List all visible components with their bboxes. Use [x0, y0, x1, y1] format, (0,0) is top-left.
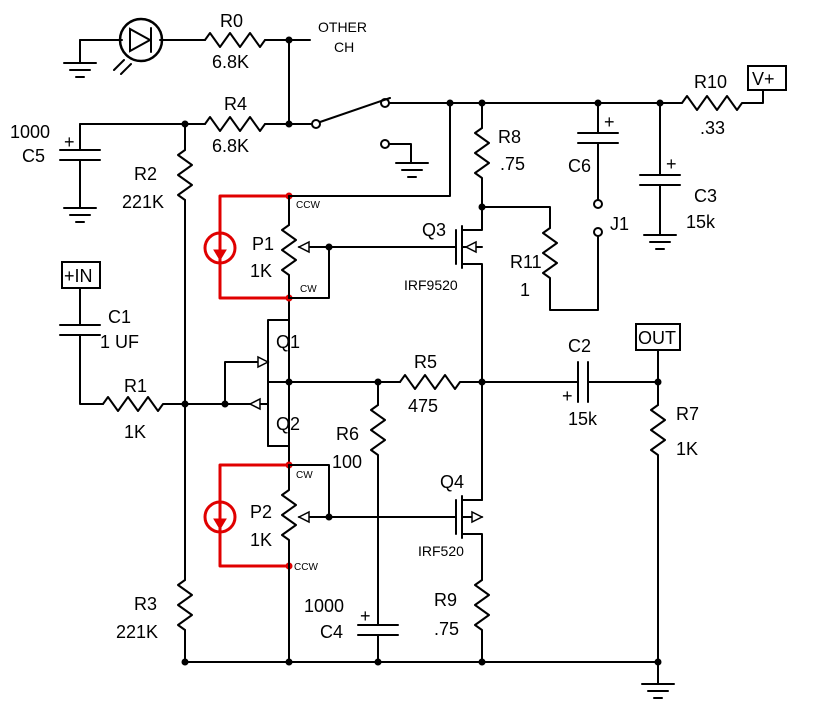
r3-ref: R3 [134, 594, 157, 614]
c4-value: 1000 [304, 596, 344, 616]
r4-resistor [204, 116, 266, 132]
c3-value: 15k [686, 212, 716, 232]
q3-output-device: R8 .75 R11 1 Q3 IRF9520 [404, 102, 599, 383]
other-channel-label: OTHER [318, 19, 367, 35]
c2-value: 15k [568, 409, 598, 429]
p1-value: 1K [250, 261, 272, 281]
r2-resistor [177, 149, 193, 201]
r10-resistor [659, 89, 764, 111]
r11-value: 1 [520, 280, 530, 300]
input-port: +IN [64, 266, 93, 286]
c3-ref: C3 [694, 186, 717, 206]
r1-ref: R1 [124, 376, 147, 396]
led-symbol [113, 17, 164, 75]
r0-ref: R0 [220, 11, 243, 31]
supply-port: V+ [752, 69, 775, 89]
p1-ccw-label: CCW [296, 200, 320, 211]
p1-ref: P1 [252, 234, 274, 254]
jfet-pair: Q1 Q2 [224, 297, 300, 466]
r8-value: .75 [500, 154, 525, 174]
j1-ref: J1 [610, 214, 629, 234]
r4-value: 6.8K [212, 136, 249, 156]
other-channel-label-2: CH [334, 39, 354, 55]
r6-value: 100 [332, 452, 362, 472]
c5-plus: + [64, 132, 75, 152]
r10-value: .33 [700, 118, 725, 138]
p2-resistor [281, 464, 297, 567]
c3-plus: + [666, 154, 677, 174]
r11-resistor [542, 227, 599, 311]
r7-value: 1K [676, 439, 698, 459]
r11-ref: R11 [510, 252, 542, 272]
p2-ccw-label: CCW [294, 562, 318, 573]
r5-resistor [399, 374, 483, 390]
c4-plus: + [360, 606, 371, 626]
c1-ref: C1 [108, 307, 131, 327]
output-stage: + C2 15k OUT R7 1K [481, 323, 699, 699]
output-port: OUT [638, 328, 676, 348]
q4-part: IRF520 [418, 543, 464, 559]
r5-ref: R5 [414, 352, 437, 372]
r10-ref: R10 [694, 72, 727, 92]
supply: + C3 15k V+ R10 .33 [639, 65, 787, 250]
led-branch: R0 6.8K OTHER CH [63, 11, 367, 125]
c2-plus: + [562, 386, 573, 406]
q4-ref: Q4 [440, 472, 464, 492]
c6-plus: + [604, 112, 615, 132]
r2-ref: R2 [134, 164, 157, 184]
q1-ref: Q1 [276, 332, 300, 352]
c6-ref: C6 [568, 156, 591, 176]
r5-value: 475 [408, 396, 438, 416]
p1-trim: CCW CW P1 1K [203, 102, 451, 302]
c6-j1: + C6 J1 [568, 102, 629, 237]
r0-value: 6.8K [212, 52, 249, 72]
c5-value: 1000 [10, 122, 50, 142]
p1-cw-label: CW [300, 284, 317, 295]
r1-resistor [102, 396, 226, 412]
r0-resistor [204, 32, 266, 48]
r6-resistor [370, 404, 386, 626]
q3-ref: Q3 [422, 220, 446, 240]
q3-part: IRF9520 [404, 277, 458, 293]
c4-ref: C4 [320, 622, 343, 642]
p2-trim: CW CCW P2 1K [203, 461, 451, 663]
p1-resistor [281, 224, 297, 299]
r9-ref: R9 [434, 590, 457, 610]
r9-resistor [474, 579, 490, 663]
r9-value: .75 [434, 619, 459, 639]
p2-ref: P2 [250, 502, 272, 522]
r7-resistor [650, 404, 666, 663]
r1-value: 1K [124, 422, 146, 442]
q4-output-device: Q4 IRF520 R9 .75 [418, 381, 490, 663]
r6-ref: R6 [336, 424, 359, 444]
p2-cw-label: CW [296, 470, 313, 481]
r8-ref: R8 [498, 127, 521, 147]
c5-r4-switch: + 1000 C5 R4 6.8K R2 [10, 94, 661, 223]
r3-resistor [177, 579, 193, 631]
r2-value: 221K [122, 192, 164, 212]
bias-divider: 221K R3 221K [116, 123, 661, 663]
feedback-network: R5 475 R6 100 + 1000 C4 [288, 352, 483, 663]
junction-dots [181, 36, 664, 666]
r3-value: 221K [116, 622, 158, 642]
q2-ref: Q2 [276, 414, 300, 434]
r8-resistor [474, 127, 490, 208]
p2-value: 1K [250, 530, 272, 550]
input-stage: +IN C1 1 UF R1 1K [59, 261, 226, 442]
c1-value: 1 UF [100, 332, 139, 352]
c2-ref: C2 [568, 336, 591, 356]
c5-ref: C5 [22, 146, 45, 166]
r7-ref: R7 [676, 404, 699, 424]
r4-ref: R4 [224, 94, 247, 114]
